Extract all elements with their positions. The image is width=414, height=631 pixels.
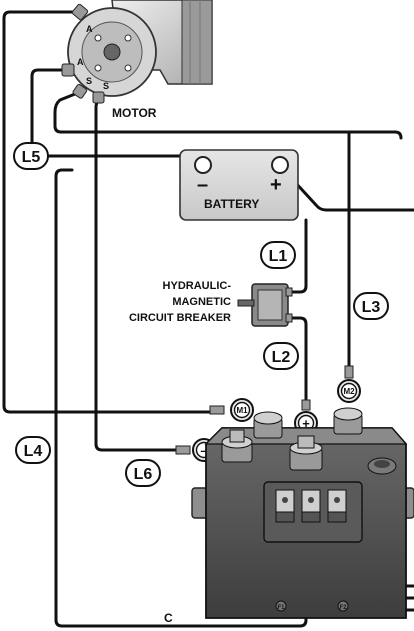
solenoid-cap (367, 457, 397, 475)
callout-l1-text: L1 (269, 248, 288, 265)
motor-terminal-a-top: A (71, 3, 93, 34)
wire-l2 (288, 316, 308, 402)
breaker-label-line1: HYDRAULIC- (163, 280, 232, 292)
breaker-reset-lever (237, 299, 255, 307)
terminal-negative-label: – (200, 443, 207, 458)
callout-l6-text: L6 (134, 466, 153, 483)
coil-mark-right: F2 (339, 605, 347, 611)
label-terminal-s-left: S (86, 76, 92, 86)
callout-l3: L3 (353, 292, 389, 320)
callout-l5-text: L5 (22, 149, 41, 166)
solenoid: F1 F2 (191, 407, 414, 619)
motor: A A S S MOTOR (61, 0, 213, 120)
wire-l6 (94, 96, 182, 452)
breaker-label-line3: CIRCUIT BREAKER (129, 312, 231, 324)
callout-l3-text: L3 (362, 299, 381, 316)
motor-terminal-a-left: A (61, 57, 84, 77)
wire-l1 (288, 218, 308, 294)
circuit-breaker: HYDRAULIC- MAGNETIC CIRCUIT BREAKER (129, 280, 293, 327)
coil-mark-left: F1 (277, 605, 285, 611)
callout-l2-text: L2 (272, 349, 291, 366)
solenoid-stud-m2 (333, 407, 363, 435)
callout-l2: L2 (263, 342, 299, 370)
terminal-m1: M1 (209, 398, 254, 422)
solenoid-stud-negative (221, 429, 253, 463)
callout-l1: L1 (260, 241, 296, 269)
wire-s-top-rail (53, 90, 403, 140)
solenoid-stud-m1 (253, 411, 283, 439)
terminal-m2-label: M2 (343, 387, 355, 396)
solenoid-stud-positive (289, 435, 323, 471)
wire-l4 (2, 10, 224, 414)
callout-l6: L6 (125, 459, 161, 487)
motor-terminal-s-left: S (72, 76, 92, 99)
battery-positive-sign: + (270, 174, 282, 196)
loop-label-c: C (164, 611, 173, 625)
label-terminal-a-left: A (77, 57, 84, 67)
battery-positive-post (271, 156, 289, 174)
wire-c-loop (54, 168, 308, 628)
callout-l4: L4 (15, 436, 51, 464)
battery-label: BATTERY (204, 197, 259, 211)
label-terminal-s-right: S (103, 81, 109, 91)
terminal-m2: M2 (337, 365, 361, 403)
motor-label: MOTOR (112, 106, 157, 120)
line-callouts: L1 L2 L3 L4 L5 L6 (13, 142, 389, 487)
label-terminal-a-top: A (86, 24, 93, 34)
motor-terminal-s-right: S (92, 81, 109, 104)
battery: – + BATTERY (179, 149, 299, 221)
wire-battery-positive-out (280, 166, 414, 212)
terminal-m1-label: M1 (236, 406, 248, 415)
battery-negative-sign: – (197, 174, 208, 196)
breaker-label-line2: MAGNETIC (172, 296, 231, 308)
battery-negative-post (194, 156, 212, 174)
callout-l4-text: L4 (24, 443, 43, 460)
callout-l5: L5 (13, 142, 49, 170)
terminal-positive-label: + (302, 416, 310, 431)
